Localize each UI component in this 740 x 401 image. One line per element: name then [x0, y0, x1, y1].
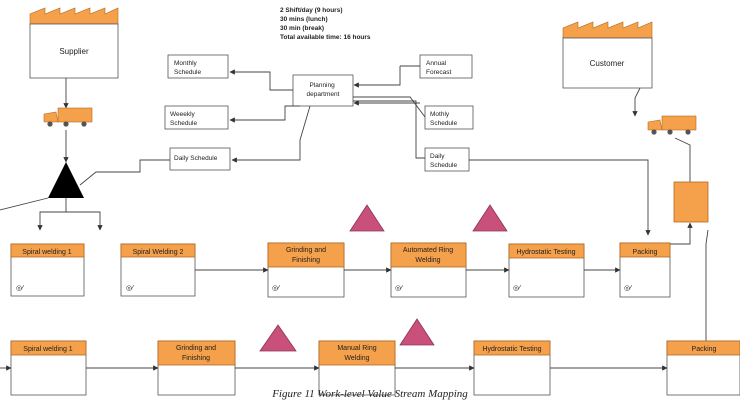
- inventory-left-line: [0, 197, 49, 211]
- finished-goods-supermarket: [673, 181, 709, 223]
- supplier-factory: Supplier: [29, 7, 119, 79]
- svg-text:Packing: Packing: [633, 249, 658, 256]
- top-process-row: Spiral welding 1 ◎⁄ Spiral Welding 2 ◎⁄ …: [10, 242, 671, 298]
- supplier-label: Supplier: [59, 47, 89, 56]
- inventory-triangle-icon: [259, 324, 297, 352]
- process-spiral-welding-2: Spiral Welding 2 ◎⁄: [120, 243, 196, 297]
- inventory-to-welding1-arrow: [37, 211, 66, 231]
- customer-to-truck-arrow: [632, 87, 641, 117]
- svg-text:Hydrostatic Testing: Hydrostatic Testing: [516, 249, 575, 256]
- packing-to-supermarket-arrow: [670, 222, 693, 245]
- operator-icon: ◎⁄: [513, 285, 522, 292]
- truck-icon: [647, 115, 697, 135]
- raw-inventory-triangle-icon: [48, 162, 84, 198]
- svg-text:Spiral welding 1: Spiral welding 1: [22, 249, 72, 256]
- operator-icon: ◎⁄: [395, 285, 404, 292]
- daily-schedule-left-note: Daily Schedule: [169, 147, 231, 171]
- customer-factory: Customer: [562, 21, 653, 89]
- operator-icon: ◎⁄: [126, 285, 135, 292]
- shift-info: 2 Shift/day (9 hours) 30 mins (lunch) 30…: [280, 7, 371, 41]
- information-flow-lines: [79, 65, 651, 236]
- operator-icon: ◎⁄: [16, 285, 25, 292]
- planning-department: Planning department: [292, 74, 354, 107]
- truck-icon: [43, 107, 93, 127]
- svg-text:Spiral welding 1: Spiral welding 1: [23, 346, 73, 353]
- process-spiral-welding-1-bottom: Spiral welding 1: [10, 340, 87, 396]
- inventory-triangle-icon: [399, 318, 435, 346]
- inventory-to-welding2-arrow: [65, 198, 103, 231]
- process-hydrostatic-testing-top: Hydrostatic Testing ◎⁄: [508, 243, 585, 298]
- operator-icon: ◎⁄: [272, 285, 281, 292]
- process-spiral-welding-1: Spiral welding 1 ◎⁄: [10, 243, 85, 297]
- inventory-triangle-icon: [349, 204, 385, 232]
- svg-text:Hydrostatic Testing: Hydrostatic Testing: [482, 346, 541, 353]
- process-hydrostatic-testing-bottom: Hydrostatic Testing: [473, 340, 551, 396]
- figure-caption: Figure 11 Work-level Value Stream Mappin…: [272, 388, 468, 400]
- inventory-triangle-icon: [472, 204, 508, 232]
- svg-text:Spiral Welding 2: Spiral Welding 2: [133, 249, 184, 256]
- process-packing-top: Packing ◎⁄: [619, 242, 671, 298]
- svg-text:Daily Schedule: Daily Schedule: [174, 155, 218, 162]
- svg-text:Packing: Packing: [692, 346, 717, 353]
- bottom-packing-up-line: [705, 229, 709, 342]
- svg-text:Planning department: Planning department: [307, 82, 340, 98]
- process-packing-bottom: Packing: [666, 340, 740, 396]
- operator-icon: ◎⁄: [624, 285, 633, 292]
- customer-label: Customer: [590, 59, 625, 68]
- supermarket-to-truck-line: [674, 137, 691, 183]
